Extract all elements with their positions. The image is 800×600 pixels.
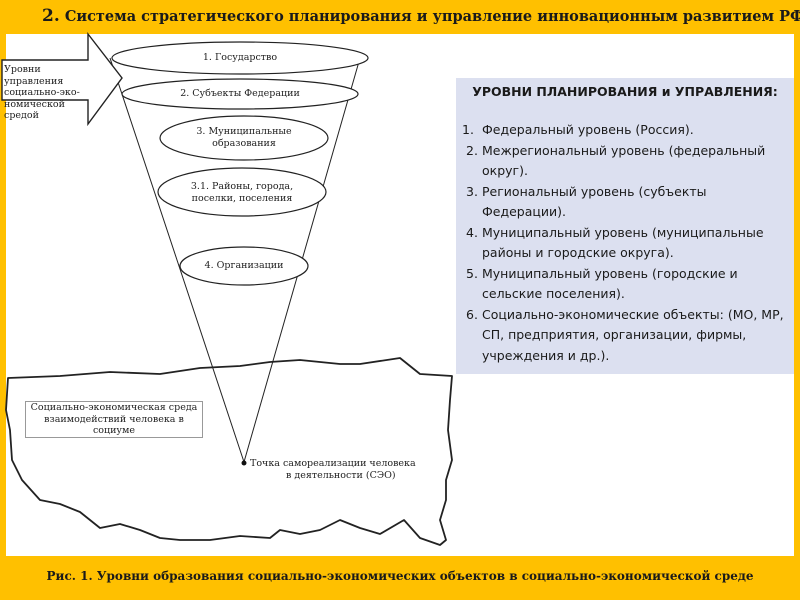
arrow-label-line: номической средой <box>4 98 65 122</box>
environment-label-line: Социально-экономическая среда <box>30 402 198 413</box>
level-1-ellipse <box>111 41 369 75</box>
list-item-text: Муниципальный уровень (муниципальные рай… <box>482 224 764 261</box>
slide-title-text: Система стратегического планирования и у… <box>64 8 800 25</box>
environment-outline <box>5 357 453 546</box>
environment-label: Социально-экономическая среда взаимодейс… <box>25 401 203 438</box>
level-3-ellipse <box>159 115 329 161</box>
level-4-label-text: 4. Организации <box>204 260 284 271</box>
list-item-text: Муниципальный уровень (городские и сельс… <box>482 265 738 302</box>
arrow-label: Уровни управления социально-эко- номичес… <box>4 64 100 122</box>
self-realization-label: Точка самореализации человека в деятельн… <box>250 458 420 481</box>
level-2-label: 2. Субъекты Федерации <box>140 88 340 100</box>
caption-bar: Рис. 1. Уровни образования социально-эко… <box>0 556 800 600</box>
environment-label-line: взаимодействий человека в социуме <box>44 413 184 437</box>
frame-left <box>0 34 6 556</box>
arrow-label-line: Уровни управления <box>4 64 64 87</box>
list-item: 2.Межрегиональный уровень (федеральный о… <box>456 141 794 182</box>
list-item-number: 2. <box>466 142 478 158</box>
figure-caption: Рис. 1. Уровни образования социально-эко… <box>46 569 754 583</box>
level-3-label: 3. Муниципальные образования <box>164 126 324 149</box>
level-4-label: 4. Организации <box>184 260 304 272</box>
level-4-ellipse <box>179 246 309 286</box>
list-item-text: Региональный уровень (субъекты Федерации… <box>482 183 707 220</box>
list-item: 6.Социально-экономические объекты: (МО, … <box>456 305 794 367</box>
list-item-number: 1. <box>462 122 474 137</box>
list-item: 3.Региональный уровень (субъекты Федерац… <box>456 182 794 223</box>
level-3-label-line: образования <box>212 137 276 149</box>
list-item-number: 6. <box>466 306 478 322</box>
level-1-label: 1. Государство <box>150 52 330 64</box>
funnel-left-edge <box>109 57 245 463</box>
panel-spacer <box>456 34 794 78</box>
levels-block-arrow <box>1 31 123 127</box>
list-item-text: Межрегиональный уровень (федеральный окр… <box>482 142 766 179</box>
level-3-label-line: 3. Муниципальные <box>196 126 292 137</box>
list-item-text: Социально-экономические объекты: (МО, МР… <box>482 306 784 363</box>
level-31-label: 3.1. Районы, города, поселки, поселения <box>160 181 324 204</box>
frame-right <box>794 34 800 556</box>
level-2-ellipse <box>121 78 359 110</box>
slide-number: 2. <box>42 6 60 26</box>
list-item-text: Федеральный уровень (Россия). <box>482 122 694 137</box>
list-item: 4.Муниципальный уровень (муниципальные р… <box>456 223 794 264</box>
level-31-label-line: поселки, поселения <box>191 192 293 204</box>
list-item-number: 5. <box>466 265 478 281</box>
self-realization-point <box>241 460 247 466</box>
self-realization-label-line: Точка самореализации человека <box>250 458 416 469</box>
header-bar: 2. Система стратегического планирования … <box>0 0 800 34</box>
level-31-ellipse <box>157 167 327 217</box>
level-2-label-text: 2. Субъекты Федерации <box>180 88 300 99</box>
arrow-label-line: социально-эко- <box>4 87 80 98</box>
list-item-number: 4. <box>466 224 478 240</box>
panel-heading: УРОВНИ ПЛАНИРОВАНИЯ и УПРАВЛЕНИЯ: <box>472 84 778 99</box>
planning-levels-panel: УРОВНИ ПЛАНИРОВАНИЯ и УПРАВЛЕНИЯ: 1. Феде… <box>456 78 794 374</box>
level-1-label-text: 1. Государство <box>202 52 278 63</box>
list-item: 5.Муниципальный уровень (городские и сел… <box>456 264 794 305</box>
self-realization-label-line: в деятельности (СЭО) <box>286 469 396 481</box>
level-31-label-line: 3.1. Районы, города, <box>190 181 294 192</box>
slide-title: 2. Система стратегического планирования … <box>42 6 800 26</box>
planning-levels-list: 1. Федеральный уровень (Россия). 2.Межрег… <box>456 120 794 366</box>
list-item: 1. Федеральный уровень (Россия). <box>456 120 794 141</box>
list-item-number: 3. <box>466 183 478 199</box>
